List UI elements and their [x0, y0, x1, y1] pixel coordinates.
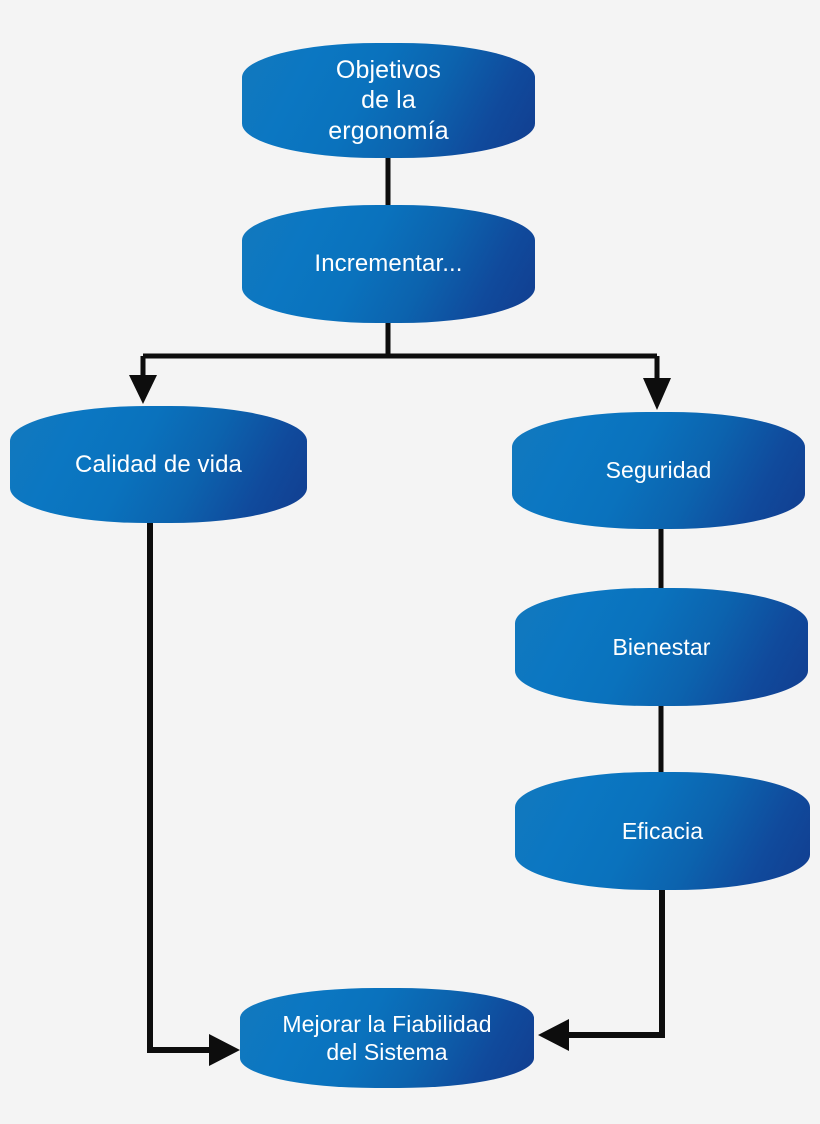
edge-eficacia-fiabilidad	[562, 885, 665, 1038]
arrowhead-calidad	[129, 375, 157, 404]
node-bienestar-label: Bienestar	[612, 633, 711, 660]
node-incrementar-label: Incrementar...	[314, 250, 463, 278]
node-eficacia[interactable]: Eficacia	[515, 772, 810, 890]
node-objetivos-label: Objetivos de la ergonomía	[328, 55, 449, 145]
node-mejorar-fiabilidad-sistema-label: Mejorar la Fiabilidad del Sistema	[282, 1010, 492, 1065]
node-objetivos[interactable]: Objetivos de la ergonomía	[242, 43, 535, 158]
node-bienestar[interactable]: Bienestar	[515, 588, 808, 706]
node-seguridad[interactable]: Seguridad	[512, 412, 805, 529]
node-calidad-de-vida[interactable]: Calidad de vida	[10, 406, 307, 523]
arrowhead-fiabilidad-right	[538, 1019, 569, 1051]
arrowhead-seguridad	[643, 378, 671, 410]
arrowhead-fiabilidad-left	[209, 1034, 240, 1066]
node-incrementar[interactable]: Incrementar...	[242, 205, 535, 323]
node-mejorar-fiabilidad-sistema[interactable]: Mejorar la Fiabilidad del Sistema	[240, 988, 534, 1088]
node-eficacia-label: Eficacia	[621, 817, 704, 844]
edge-calidad-fiabilidad	[147, 518, 216, 1053]
node-calidad-de-vida-label: Calidad de vida	[75, 450, 242, 478]
node-seguridad-label: Seguridad	[605, 457, 712, 484]
